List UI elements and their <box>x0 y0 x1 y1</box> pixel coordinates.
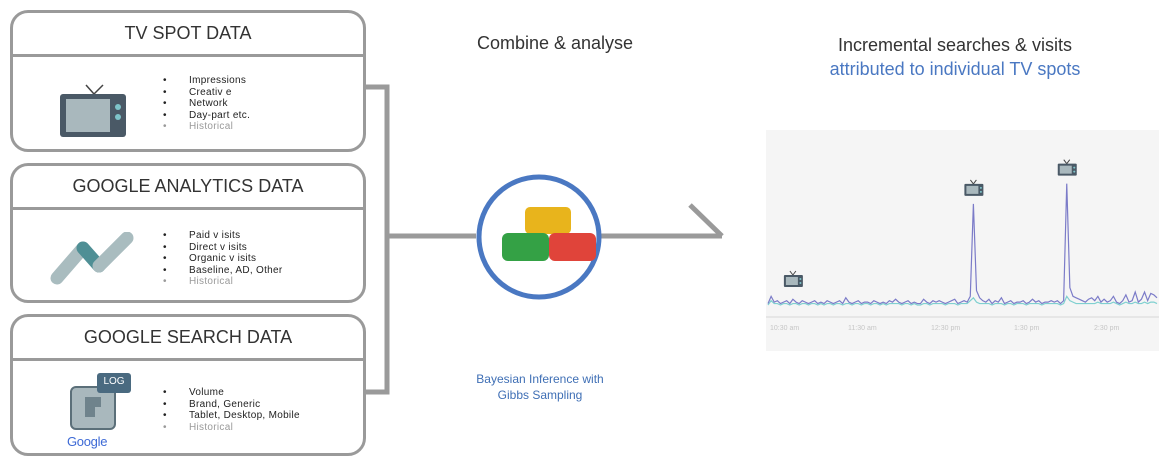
bracket-line <box>366 84 390 395</box>
analytics-icon <box>49 231 139 291</box>
list-item: Tablet, Desktop, Mobile <box>163 410 300 422</box>
list-item-muted: Historical <box>163 121 250 133</box>
list-item: Creativ e <box>163 87 250 99</box>
list-item: Network <box>163 98 250 110</box>
tv-marker-icon <box>1057 159 1077 176</box>
x-tick-label: 1:30 pm <box>1014 325 1040 332</box>
list-item: Day-part etc. <box>163 110 250 122</box>
result-title: Incremental searches & visits attributed… <box>770 33 1140 81</box>
search-panel: GOOGLE SEARCH DATA LOG Google Volume Bra… <box>10 314 366 456</box>
google-logo: Google <box>67 434 108 449</box>
list-item-muted: Historical <box>163 276 283 288</box>
result-title-line-1: Incremental searches & visits <box>837 35 1073 55</box>
panel-title: TV SPOT DATA <box>13 13 363 57</box>
analytics-panel: GOOGLE ANALYTICS DATA Paid v isits Direc… <box>10 163 366 303</box>
chart-area <box>766 130 1159 351</box>
panel-title: GOOGLE ANALYTICS DATA <box>13 166 363 210</box>
result-title-line-2: attributed to individual TV spots <box>829 59 1081 79</box>
list-item: Impressions <box>163 75 250 87</box>
list-item-muted: Historical <box>163 422 300 434</box>
log-badge-label: LOG <box>103 376 125 387</box>
list-item: Baseline, AD, Other <box>163 265 283 277</box>
search-data-list: Volume Brand, Generic Tablet, Desktop, M… <box>163 387 300 433</box>
yellow-block-icon <box>525 207 571 234</box>
tv-data-list: Impressions Creativ e Network Day-part e… <box>163 75 250 133</box>
list-item: Direct v isits <box>163 242 283 254</box>
combine-title: Combine & analyse <box>476 33 634 53</box>
search-log-icon: LOG Google <box>67 373 147 453</box>
tv-marker-icon <box>783 270 803 287</box>
x-tick-label: 10:30 am <box>770 325 800 332</box>
list-item: Volume <box>163 387 300 399</box>
series-line-0 <box>767 183 1158 305</box>
x-tick-label: 12:30 pm <box>931 325 961 332</box>
list-item: Brand, Generic <box>163 399 300 411</box>
method-line-2: Gibbs Sampling <box>497 388 583 402</box>
red-block-icon <box>549 233 596 261</box>
combine-circle <box>476 174 602 300</box>
green-block-icon <box>502 233 549 261</box>
tv-marker-icon <box>964 179 984 196</box>
tv-icon <box>58 83 130 144</box>
tv-spot-panel: TV SPOT DATA Impressions Creativ e Netwo… <box>10 10 366 152</box>
method-line-1: Bayesian Inference with <box>476 372 604 386</box>
analytics-data-list: Paid v isits Direct v isits Organic v is… <box>163 230 283 288</box>
list-item: Paid v isits <box>163 230 283 242</box>
series-line-1 <box>767 295 1158 306</box>
method-label: Bayesian Inference with Gibbs Sampling <box>430 371 650 403</box>
x-tick-label: 11:30 am <box>848 325 877 332</box>
panel-title: GOOGLE SEARCH DATA <box>13 317 363 361</box>
list-item: Organic v isits <box>163 253 283 265</box>
line-chart <box>766 159 1159 318</box>
x-tick-label: 2:30 pm <box>1094 325 1120 332</box>
arrow-head <box>688 203 724 238</box>
